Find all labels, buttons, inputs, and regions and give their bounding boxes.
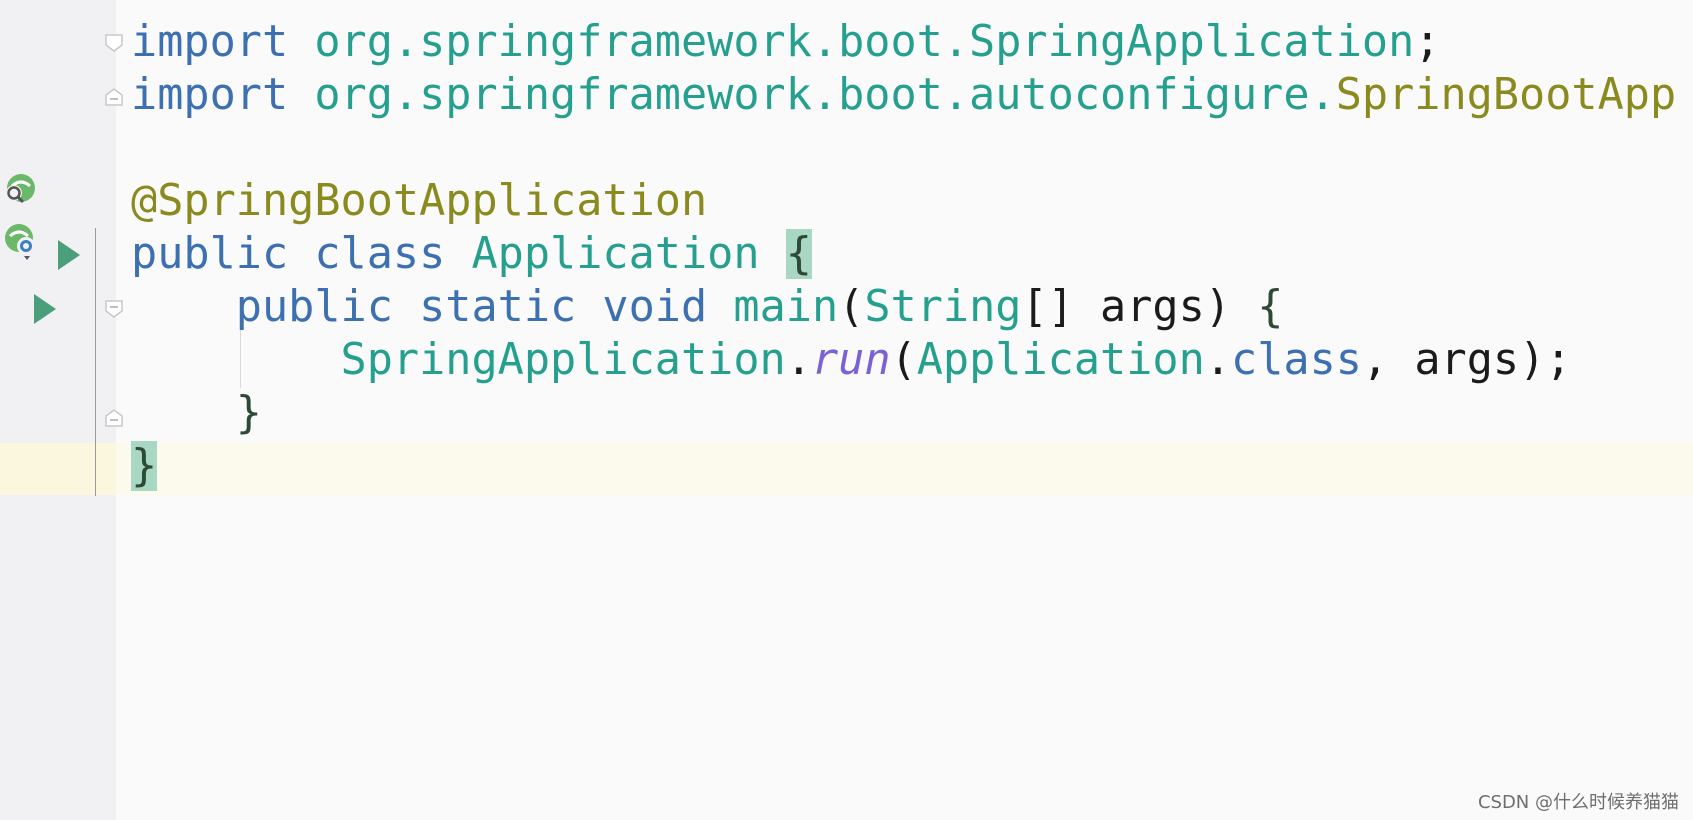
code-token: @SpringBootApplication [131,176,708,226]
spring-bean-icon[interactable] [2,172,36,210]
code-token: } [235,388,262,438]
code-token: org.springframework.boot.SpringApplicati… [314,17,1415,67]
code-token: , args); [1361,335,1572,385]
gutter-scope-line [95,228,96,496]
code-token: import [131,17,315,67]
code-token: Application [916,335,1205,385]
code-token: import [131,70,315,120]
code-token: main [733,282,839,332]
code-line[interactable]: } [131,387,1676,440]
code-token: ; [1414,17,1441,67]
code-line[interactable]: import org.springframework.boot.autoconf… [131,69,1676,122]
code-token: public [131,229,315,279]
code-token [131,335,341,385]
code-token: run [811,335,891,385]
code-token [131,282,236,332]
run-icon[interactable] [56,238,82,276]
code-token: static [419,282,603,332]
code-token: SpringApplication [340,335,786,385]
fold-end-icon[interactable] [104,87,124,107]
code-line[interactable]: @SpringBootApplication [131,175,1676,228]
code-token [131,388,236,438]
code-line[interactable]: import org.springframework.boot.SpringAp… [131,16,1676,69]
fold-start-icon[interactable] [104,33,124,53]
fold-end-icon[interactable] [104,408,124,428]
code-token: . [785,335,812,385]
code-token: ( [890,335,917,385]
code-token: [] args) [1021,282,1258,332]
editor-gutter [0,0,116,820]
code-line[interactable]: SpringApplication.run(Application.class,… [131,334,1676,387]
current-line-gutter-highlight [0,443,116,495]
code-content[interactable]: import org.springframework.boot.SpringAp… [131,16,1676,493]
code-line[interactable]: } [131,440,1676,493]
code-token: public [235,282,420,332]
code-token: } [131,441,158,491]
code-line[interactable] [131,122,1676,175]
code-token: { [1257,282,1284,332]
current-line-highlight [0,443,1693,495]
watermark: CSDN @什么时候养猫猫 [1477,792,1679,813]
code-line[interactable]: public class Application { [131,228,1676,281]
code-token: org.springframework.boot.autoconfigure. [314,70,1336,120]
code-token: { [785,229,812,279]
code-token: Application [471,229,786,279]
code-token: ( [838,282,865,332]
code-token: String [864,282,1022,332]
indent-guide [240,330,241,388]
code-token: class [314,229,472,279]
fold-start-icon[interactable] [104,299,124,319]
run-icon[interactable] [32,292,58,330]
code-token: class [1231,335,1362,385]
code-line[interactable]: public static void main(String[] args) { [131,281,1676,334]
spring-bean-icon[interactable] [2,222,42,266]
code-token: . [1204,335,1232,385]
code-token: SpringBootApp [1335,70,1677,120]
code-token: void [602,282,734,332]
